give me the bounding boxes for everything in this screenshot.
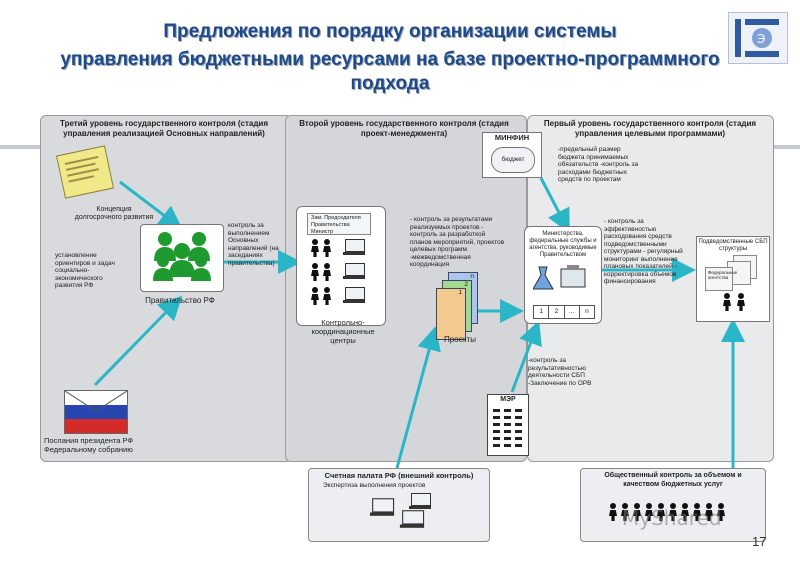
page-title-line2: управления бюджетными ресурсами на базе …: [60, 49, 720, 94]
project-n-label: n: [470, 273, 474, 280]
person-icon: [669, 503, 677, 521]
person-icon: [705, 503, 713, 521]
agency-doc-icon: Федеральные агентства: [705, 267, 738, 291]
zone-third-heading: Третий уровень государственного контроля…: [59, 119, 268, 138]
officials-doc: Зам. Председателя Правительства Министр: [307, 213, 371, 235]
mer-building-icon: МЭР: [487, 394, 529, 456]
person-icon: [311, 287, 319, 305]
projects-label: Проекты: [443, 335, 477, 344]
ministries-notes: - контроль за эффективностью расходовани…: [604, 218, 683, 285]
goals-text: установление ориентиров и задач социальн…: [55, 252, 115, 289]
ministries-index-strip: 1 2 ... n: [533, 305, 595, 319]
zone-second-heading: Второй уровень государственного контроля…: [299, 119, 509, 138]
government-box: [140, 224, 224, 292]
person-icon: [723, 293, 731, 311]
project-2-label: 2: [464, 281, 468, 288]
person-icon: [693, 503, 701, 521]
project-1-label: 1: [458, 289, 462, 296]
public-control-box: Общественный контроль за объемом и качес…: [580, 468, 766, 542]
budget-cloud-icon: бюджет: [491, 147, 535, 173]
logo: Э: [728, 12, 788, 64]
flag-envelope-icon: [64, 390, 128, 434]
government-label: Правительство РФ: [145, 296, 215, 305]
watermark: MyShared: [622, 506, 722, 530]
minfin-box: МИНФИН бюджет: [482, 132, 542, 178]
person-icon: [323, 287, 331, 305]
logo-mark: Э: [735, 19, 779, 57]
person-icon: [311, 239, 319, 257]
audit-chamber-box: Счетная палата РФ (внешний контроль) Экс…: [308, 468, 490, 542]
minfin-notes: -предельный размер бюджета принимаемых о…: [558, 146, 639, 183]
computer-icon: [399, 510, 425, 528]
audit-title: Счетная палата РФ (внешний контроль): [324, 471, 474, 480]
ministries-box: Министерства, федеральные службы и агент…: [524, 226, 602, 324]
computer-icon: [343, 239, 365, 255]
person-icon: [621, 503, 629, 521]
person-icon: [323, 239, 331, 257]
budget-label: бюджет: [501, 156, 525, 163]
arrow-concept-to-gov: [119, 180, 183, 230]
ministries-label: Министерства, федеральные службы и агент…: [529, 231, 597, 258]
public-title: Общественный контроль за объемом и качес…: [604, 472, 742, 488]
audit-item: Экспертиза выполнения проектов: [323, 482, 426, 489]
ministry-num-1: 1: [534, 306, 550, 318]
mer-notes: -контроль за результативностью деятельно…: [528, 357, 592, 387]
computer-icon: [343, 287, 365, 303]
person-icon: [717, 503, 725, 521]
projects-control-notes: - контроль за результатами реализуемых п…: [410, 216, 505, 268]
computer-icon: [369, 498, 395, 516]
person-icon: [681, 503, 689, 521]
zone-first-heading: Первый уровень государственного контроля…: [543, 119, 757, 138]
person-icon: [657, 503, 665, 521]
page-title-line1: Предложения по порядку организации систе…: [163, 21, 617, 42]
control-note: контроль за выполнением Основных направл…: [228, 222, 279, 267]
ministry-num-n: n: [585, 308, 589, 315]
subordinate-box: Подведомственные СБП структуры Федеральн…: [696, 236, 770, 322]
svg-text:Э: Э: [757, 32, 765, 46]
person-icon: [609, 503, 617, 521]
minfin-label: МИНФИН: [494, 133, 530, 142]
ministry-num-ellipsis: ...: [565, 306, 580, 318]
computer-icon: [409, 493, 431, 509]
arrow-minfin-to-ministries: [539, 177, 570, 234]
government-people-icon: [153, 232, 211, 281]
computer-icon: [343, 263, 365, 279]
mer-label: МЭР: [500, 396, 516, 403]
arrow-audit-to-projects: [395, 326, 441, 469]
page-number: 17: [752, 534, 767, 549]
centers-label: Контрольно-координационные центры: [311, 318, 375, 345]
officials-line2: Министр: [311, 229, 334, 235]
subordinate-label: Подведомственные СБП структуры: [698, 239, 768, 252]
coordination-center-box: Зам. Председателя Правительства Министр: [296, 206, 386, 326]
message-label: Послания президента РФ Федеральному собр…: [44, 436, 134, 454]
officials-line1: Зам. Председателя Правительства: [311, 215, 361, 228]
person-icon: [311, 263, 319, 281]
person-icon: [645, 503, 653, 521]
concept-label: Концепция долгосрочного развития: [74, 206, 154, 221]
person-icon: [737, 293, 745, 311]
ministry-num-2: 2: [549, 306, 565, 318]
lab-flask-icon: [533, 265, 586, 290]
arrow-mer-to-ministries: [510, 320, 542, 393]
agency-doc-text: Федеральные агентства: [708, 270, 738, 280]
project-doc-1: 1: [436, 288, 466, 340]
person-icon: [323, 263, 331, 281]
person-icon: [633, 503, 641, 521]
arrow-message-to-gov: [93, 295, 183, 387]
